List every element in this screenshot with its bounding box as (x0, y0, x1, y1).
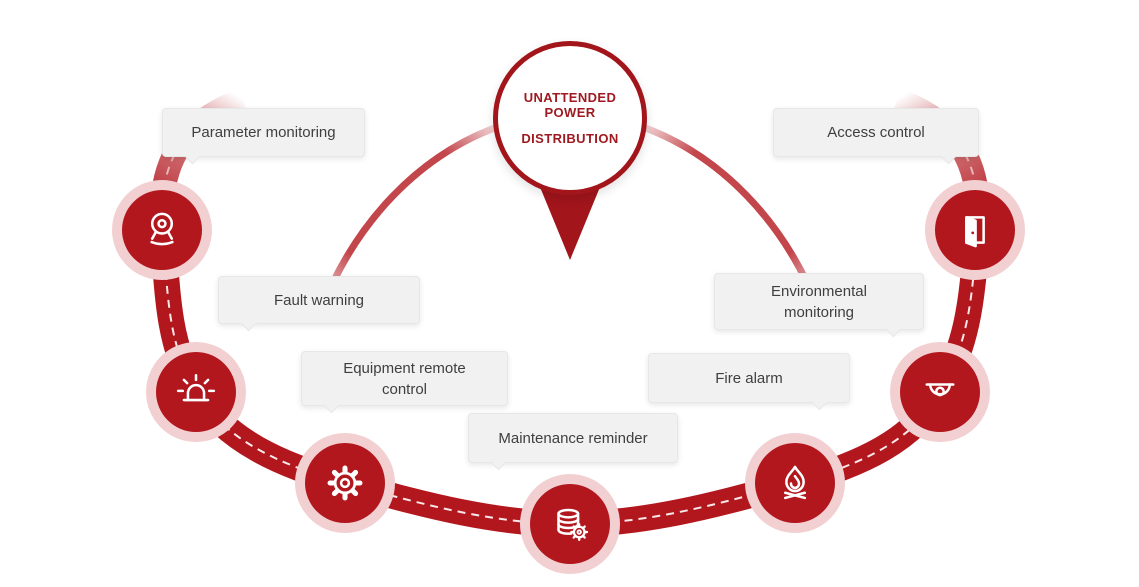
label-text: Maintenance reminder (498, 429, 648, 447)
node-access-control (925, 180, 1025, 280)
center-pin: UNATTENDED POWER DISTRIBUTION (493, 41, 647, 195)
label-text: Parameter monitoring (191, 124, 336, 141)
label-text: Equipment remote control (343, 359, 466, 398)
diagram-title-line2: DISTRIBUTION (521, 131, 619, 146)
node-fire-alarm (745, 433, 845, 533)
label-parameter-monitoring: Parameter monitoring (162, 108, 365, 157)
diagram-title: UNATTENDED POWER DISTRIBUTION (504, 90, 636, 146)
label-text: Access control (827, 124, 925, 141)
node-maintenance-reminder (520, 474, 620, 574)
label-maintenance-reminder: Maintenance reminder (468, 413, 678, 463)
label-access-control: Access control (773, 108, 979, 157)
node-disc (935, 190, 1015, 270)
node-fault-warning (146, 342, 246, 442)
campfire-icon (783, 465, 807, 500)
diagram-title-line1: UNATTENDED POWER (523, 90, 617, 120)
label-text: Environmental monitoring (771, 282, 867, 321)
dome-camera-icon (925, 383, 955, 397)
node-disc (900, 352, 980, 432)
node-environmental-monitoring (890, 342, 990, 442)
siren-icon (176, 374, 216, 402)
node-parameter-monitoring (112, 180, 212, 280)
gear-icon (327, 465, 363, 501)
label-text: Fault warning (273, 291, 365, 309)
node-disc (305, 443, 385, 523)
label-fault-warning: Fault warning (218, 276, 420, 324)
label-fire-alarm: Fire alarm (648, 353, 850, 403)
database-gear-icon (557, 508, 589, 542)
open-door-icon (965, 216, 985, 248)
node-disc (122, 190, 202, 270)
node-disc (530, 484, 610, 564)
node-disc (755, 443, 835, 523)
label-equipment-remote-control: Equipment remote control (301, 351, 508, 406)
node-disc (156, 352, 236, 432)
webcam-icon (150, 212, 174, 246)
node-equipment-remote-control (295, 433, 395, 533)
label-text: Fire alarm (715, 369, 783, 387)
label-environmental-monitoring: Environmental monitoring (714, 273, 924, 330)
